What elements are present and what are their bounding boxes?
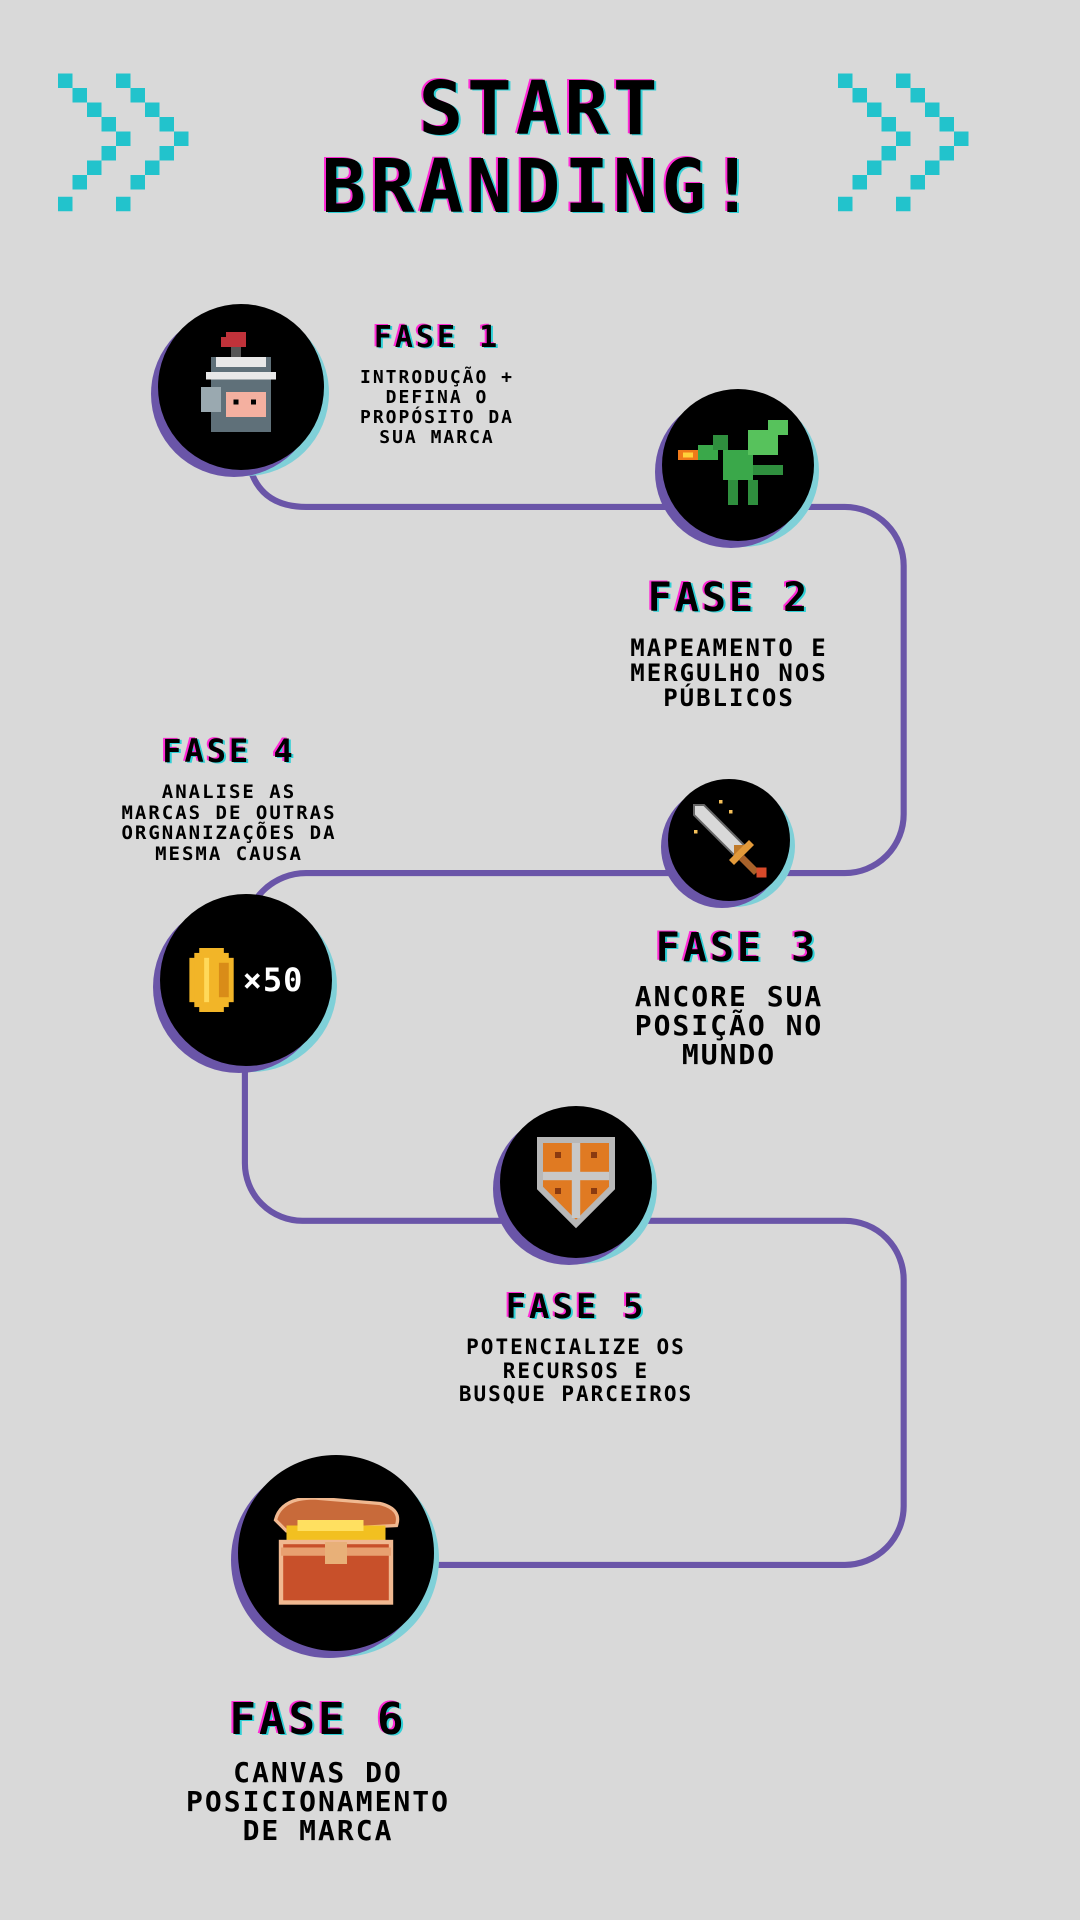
phase-4-description: ANALISE AS MARCAS DE OUTRAS ORGNANIZAÇÕE… (121, 781, 337, 865)
phase-6-badge (238, 1455, 434, 1651)
phase-6-title: FASE 6 (229, 1694, 407, 1745)
shield-icon (537, 1137, 615, 1229)
phase-3-description: ANCORE SUA POSIÇÃO NO MUNDO (634, 980, 824, 1071)
phase-3-badge (668, 779, 790, 901)
title-line-2: BRANDING! (321, 144, 759, 230)
phase-5-description: POTENCIALIZE OS RECURSOS E BUSQUE PARCEI… (458, 1335, 694, 1406)
sword-icon (693, 800, 767, 878)
chevron-right-icon (838, 73, 969, 212)
phase-2-title: FASE 2 (647, 575, 811, 621)
phase-6-description: CANVAS DO POSICIONAMENTO DE MARCA (185, 1756, 451, 1847)
dragon-icon (678, 420, 788, 505)
title-line-1: START (418, 66, 662, 152)
coin-icon (188, 948, 234, 1012)
phase-4-title: FASE 4 (162, 732, 296, 770)
treasure-chest-icon (273, 1498, 400, 1605)
knight-helmet-icon (201, 332, 276, 432)
phase-1-badge (158, 304, 324, 470)
coin-count: ×50 (242, 961, 304, 999)
phase-2-badge (662, 389, 814, 541)
phase-4-badge: ×50 (160, 894, 332, 1066)
phase-5-title: FASE 5 (505, 1287, 647, 1327)
phase-5-badge (500, 1106, 652, 1258)
phase-1-description: INTRODUÇÃO + DEFINA O PROPÓSITO DA SUA M… (359, 367, 515, 448)
phase-2-description: MAPEAMENTO E MERGULHO NOS PÚBLICOS (630, 634, 828, 712)
phase-1-title: FASE 1 (373, 320, 501, 355)
chevron-left-icon (58, 73, 189, 212)
phase-3-title: FASE 3 (655, 925, 819, 971)
